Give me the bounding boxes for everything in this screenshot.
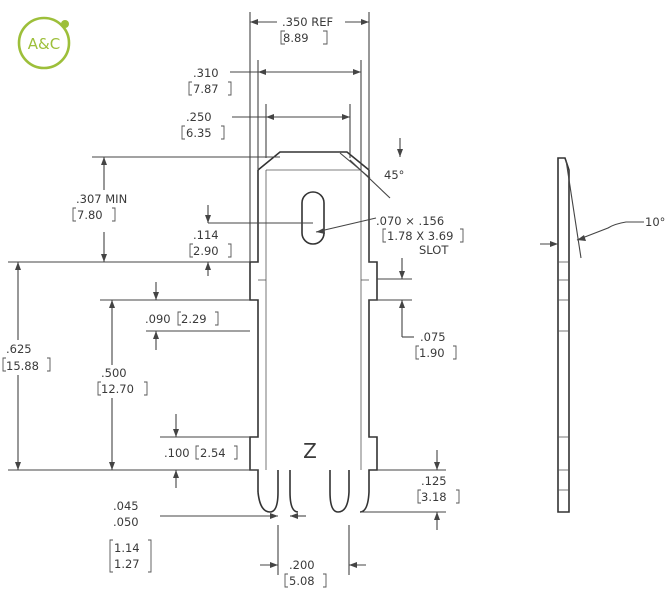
part-marking: Z <box>303 439 317 463</box>
dim-tab-width-in: .310 <box>193 66 219 80</box>
slot <box>301 191 325 245</box>
dim-pitch-in: .200 <box>289 558 315 572</box>
logo-dot <box>61 20 69 28</box>
dim-body-mm: 12.70 <box>101 382 134 396</box>
dim-lower-in: .100 <box>164 446 190 460</box>
dim-fork-len-in: .125 <box>421 474 447 488</box>
dim-lower-mm: 2.54 <box>200 446 226 460</box>
dim-notch-mm: 2.29 <box>181 312 207 326</box>
dim-width-ref-mm: 8.89 <box>283 31 309 45</box>
dim-gap-mm-2: 1.27 <box>114 557 140 571</box>
side-view: 10° <box>540 157 665 513</box>
dim-min-len-in: .307 MIN <box>76 192 127 206</box>
dim-slot-in: .070 × .156 <box>376 214 444 228</box>
dim-gap-mm-1: 1.14 <box>114 541 140 555</box>
dim-gap-in-2: .050 <box>113 515 139 529</box>
dim-gap-in-1: .045 <box>113 499 139 513</box>
dim-slot-label: SLOT <box>419 243 449 257</box>
dim-pitch-mm: 5.08 <box>289 574 315 588</box>
dim-overall-mm: 15.88 <box>6 359 39 373</box>
dim-overall-in: .625 <box>6 342 32 356</box>
dimensions: .350 REF 8.89 .310 7.87 .250 6.35 .307 M… <box>2 12 464 588</box>
dim-slot-pos-mm: 2.90 <box>193 244 219 258</box>
logo: A&C <box>17 16 71 70</box>
dim-slot-pos-in: .114 <box>193 228 219 242</box>
dim-min-len-mm: 7.80 <box>77 208 103 222</box>
logo-text: A&C <box>28 35 60 53</box>
dim-side-angle: 10° <box>645 215 665 229</box>
dim-shoulder-width-mm: 6.35 <box>186 126 212 140</box>
dim-shoulder-width-in: .250 <box>186 110 212 124</box>
dim-notch-depth-mm: 1.90 <box>419 346 445 360</box>
dim-angle: 45° <box>384 168 404 182</box>
dim-fork-len-mm: 3.18 <box>421 490 447 504</box>
dim-width-ref-in: .350 REF <box>282 15 333 29</box>
part-outline: Z <box>249 151 378 513</box>
dim-tab-width-mm: 7.87 <box>193 82 219 96</box>
dim-slot-mm: 1.78 X 3.69 <box>387 229 453 243</box>
dim-notch-depth-in: .075 <box>420 330 446 344</box>
dim-body-in: .500 <box>101 366 127 380</box>
logo-ring <box>17 16 71 70</box>
dim-notch-in: .090 <box>145 312 171 326</box>
